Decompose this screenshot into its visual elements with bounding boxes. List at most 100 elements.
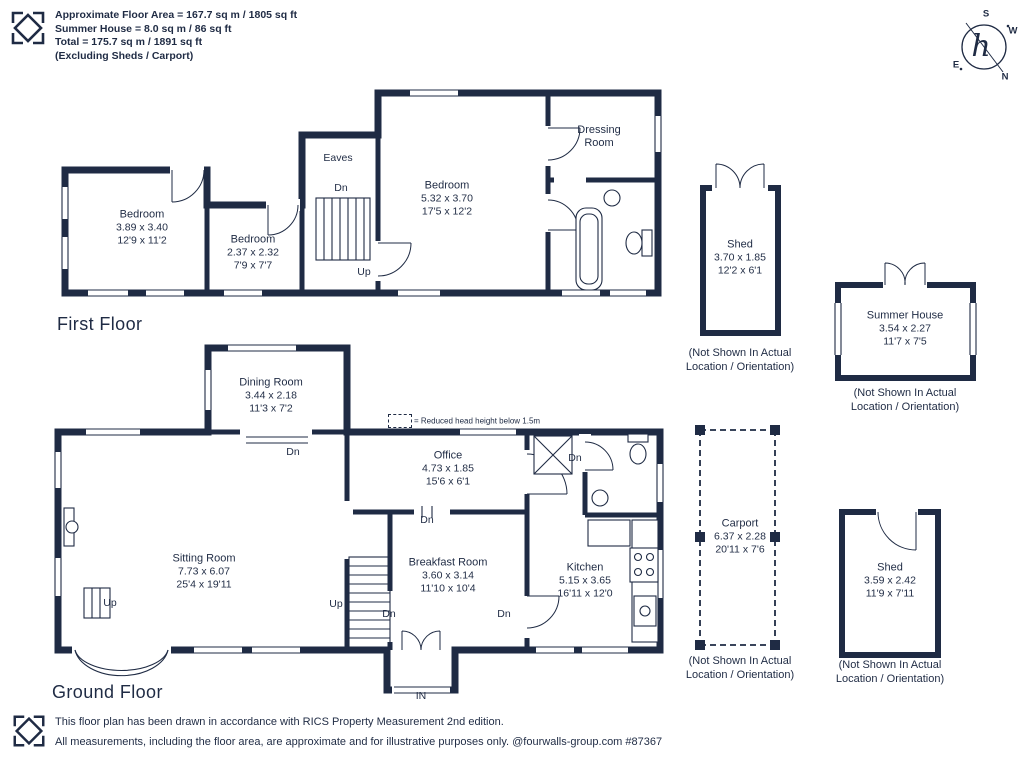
shed-top-plan bbox=[700, 163, 781, 336]
room-dim-metric: 3.89 x 3.40 bbox=[116, 221, 168, 234]
room-dim-imperial: 11'9 x 7'11 bbox=[865, 587, 915, 600]
steps-up-label-sitting: Up bbox=[103, 597, 117, 609]
area-summary: Approximate Floor Area = 167.7 sq m / 18… bbox=[55, 9, 297, 63]
room-dim-imperial: 11'10 x 10'4 bbox=[420, 582, 476, 595]
brand-logo-icon-footer bbox=[13, 715, 45, 747]
ground-floor-stairs bbox=[83, 556, 391, 649]
toilet-icon-ground bbox=[627, 433, 649, 465]
room-label-carport: Carport 6.37 x 2.28 20'11 x 7'6 bbox=[714, 518, 766, 557]
not-shown-note-shed-bottom: (Not Shown In Actual Location / Orientat… bbox=[836, 658, 944, 686]
fireplace-icon bbox=[63, 507, 79, 547]
room-label-kitchen: Kitchen 5.15 x 3.65 16'11 x 12'0 bbox=[557, 562, 612, 601]
room-name: Dining Room bbox=[239, 376, 303, 389]
bathtub-icon bbox=[575, 207, 603, 291]
room-name: Shed bbox=[877, 561, 903, 574]
room-label-bedroom-3: Bedroom 5.32 x 3.70 17'5 x 12'2 bbox=[421, 180, 473, 219]
room-name: Bedroom bbox=[230, 233, 276, 246]
room-name: Kitchen bbox=[566, 561, 604, 574]
area-summary-line-1: Approximate Floor Area = 167.7 sq m / 18… bbox=[55, 9, 298, 21]
first-floor-doors bbox=[170, 126, 586, 281]
note-line: Location / Orientation) bbox=[850, 401, 960, 413]
compass-east: E bbox=[952, 59, 960, 71]
room-dim-metric: 7.73 x 6.07 bbox=[178, 565, 230, 578]
room-dim-imperial: 15'6 x 6'1 bbox=[425, 475, 471, 488]
room-name: Room bbox=[584, 137, 614, 149]
compass-west: W bbox=[1008, 25, 1018, 37]
steps-dn-label-dining: Dn bbox=[286, 446, 300, 458]
kitchen-units bbox=[587, 519, 659, 643]
first-floor-windows bbox=[59, 87, 664, 299]
area-summary-line-2: Summer House = 8.0 sq m / 86 sq ft bbox=[55, 22, 232, 35]
note-line: (Not Shown In Actual bbox=[688, 347, 792, 359]
note-line: (Not Shown In Actual bbox=[688, 655, 792, 667]
ground-floor-plan bbox=[52, 342, 666, 696]
shower-icon bbox=[533, 435, 573, 475]
stairs-dn-label-ff: Dn bbox=[334, 182, 348, 194]
room-dim-imperial: 11'3 x 7'2 bbox=[249, 402, 293, 415]
area-summary-line-3: Total = 175.7 sq m / 1891 sq ft bbox=[55, 36, 203, 49]
room-dim-imperial: 11'7 x 7'5 bbox=[883, 335, 927, 348]
room-dim-metric: 3.54 x 2.27 bbox=[879, 322, 931, 335]
footer-disclaimer: All measurements, including the floor ar… bbox=[55, 736, 663, 748]
room-label-bedroom-2: Bedroom 2.37 x 2.32 7'9 x 7'7 bbox=[227, 234, 279, 273]
room-dim-metric: 5.32 x 3.70 bbox=[421, 192, 473, 205]
reduced-head-height-swatch bbox=[388, 414, 412, 428]
room-dim-imperial: 25'4 x 19'11 bbox=[176, 578, 232, 591]
room-dim-metric: 3.44 x 2.18 bbox=[245, 389, 297, 402]
room-dim-imperial: 12'9 x 11'2 bbox=[117, 234, 167, 247]
steps-dn-label-office: Dn bbox=[420, 514, 434, 526]
room-label-dining-room: Dining Room 3.44 x 2.18 11'3 x 7'2 bbox=[239, 377, 303, 416]
room-dim-metric: 3.59 x 2.42 bbox=[864, 574, 916, 587]
compass-south: S bbox=[982, 8, 990, 20]
not-shown-note-shed-top: (Not Shown In Actual Location / Orientat… bbox=[686, 346, 794, 374]
room-name: Summer House bbox=[866, 309, 944, 322]
room-name: Dressing bbox=[577, 124, 621, 136]
entrance-in-label: IN bbox=[415, 690, 427, 702]
room-dim-imperial: 20'11 x 7'6 bbox=[715, 543, 765, 556]
room-label-bedroom-1: Bedroom 3.89 x 3.40 12'9 x 11'2 bbox=[116, 209, 168, 248]
ground-floor-title: Ground Floor bbox=[52, 682, 163, 702]
room-dim-metric: 3.60 x 3.14 bbox=[422, 569, 474, 582]
room-dim-imperial: 16'11 x 12'0 bbox=[557, 587, 613, 600]
room-label-shed-top: Shed 3.70 x 1.85 12'2 x 6'1 bbox=[714, 239, 766, 278]
compass-monogram: h bbox=[971, 28, 991, 64]
ground-floor-doors bbox=[526, 441, 614, 629]
room-dim-metric: 3.70 x 1.85 bbox=[714, 251, 766, 264]
room-label-sitting-room: Sitting Room 7.73 x 6.07 25'4 x 19'11 bbox=[173, 553, 236, 592]
room-dim-metric: 2.37 x 2.32 bbox=[227, 246, 279, 259]
note-line: (Not Shown In Actual bbox=[853, 387, 957, 399]
room-label-summer-house: Summer House 3.54 x 2.27 11'7 x 7'5 bbox=[867, 310, 943, 349]
sink-icon bbox=[603, 189, 621, 207]
reduced-head-height-label: = Reduced head height below 1.5m bbox=[414, 416, 541, 426]
room-dim-metric: 4.73 x 1.85 bbox=[422, 462, 474, 475]
first-floor-stairs bbox=[315, 197, 371, 261]
first-floor-plan bbox=[59, 87, 664, 299]
room-name: Office bbox=[433, 449, 463, 462]
sink-icon-ground bbox=[591, 489, 609, 507]
not-shown-note-carport: (Not Shown In Actual Location / Orientat… bbox=[686, 654, 794, 682]
room-dim-metric: 5.15 x 3.65 bbox=[559, 574, 611, 587]
room-dim-imperial: 7'9 x 7'7 bbox=[233, 259, 273, 272]
not-shown-note-summer-house: (Not Shown In Actual Location / Orientat… bbox=[851, 386, 959, 414]
note-line: Location / Orientation) bbox=[835, 673, 945, 685]
room-dim-metric: 6.37 x 2.28 bbox=[714, 530, 766, 543]
steps-dn-label-kitchen: Dn bbox=[568, 452, 582, 464]
compass-north: N bbox=[1001, 71, 1009, 83]
room-name: Breakfast Room bbox=[408, 556, 488, 569]
stairs-up-label-gf: Up bbox=[329, 598, 343, 610]
note-line: Location / Orientation) bbox=[685, 669, 795, 681]
note-line: Location / Orientation) bbox=[685, 361, 795, 373]
summer-house-plan bbox=[832, 262, 979, 381]
steps-dn-label-porch-left: Dn bbox=[382, 608, 396, 620]
footer-rics-statement: This floor plan has been drawn in accord… bbox=[55, 716, 504, 728]
compass-icon bbox=[959, 22, 1010, 73]
steps-dn-label-porch-right: Dn bbox=[497, 608, 511, 620]
stairs-up-label-ff: Up bbox=[357, 266, 371, 278]
room-name: Bedroom bbox=[424, 179, 470, 192]
carport-plan bbox=[695, 425, 780, 650]
shed-bottom-plan bbox=[839, 506, 941, 658]
room-label-breakfast-room: Breakfast Room 3.60 x 3.14 11'10 x 10'4 bbox=[409, 557, 488, 596]
eaves-label: Eaves bbox=[323, 152, 353, 164]
room-label-office: Office 4.73 x 1.85 15'6 x 6'1 bbox=[422, 450, 474, 489]
